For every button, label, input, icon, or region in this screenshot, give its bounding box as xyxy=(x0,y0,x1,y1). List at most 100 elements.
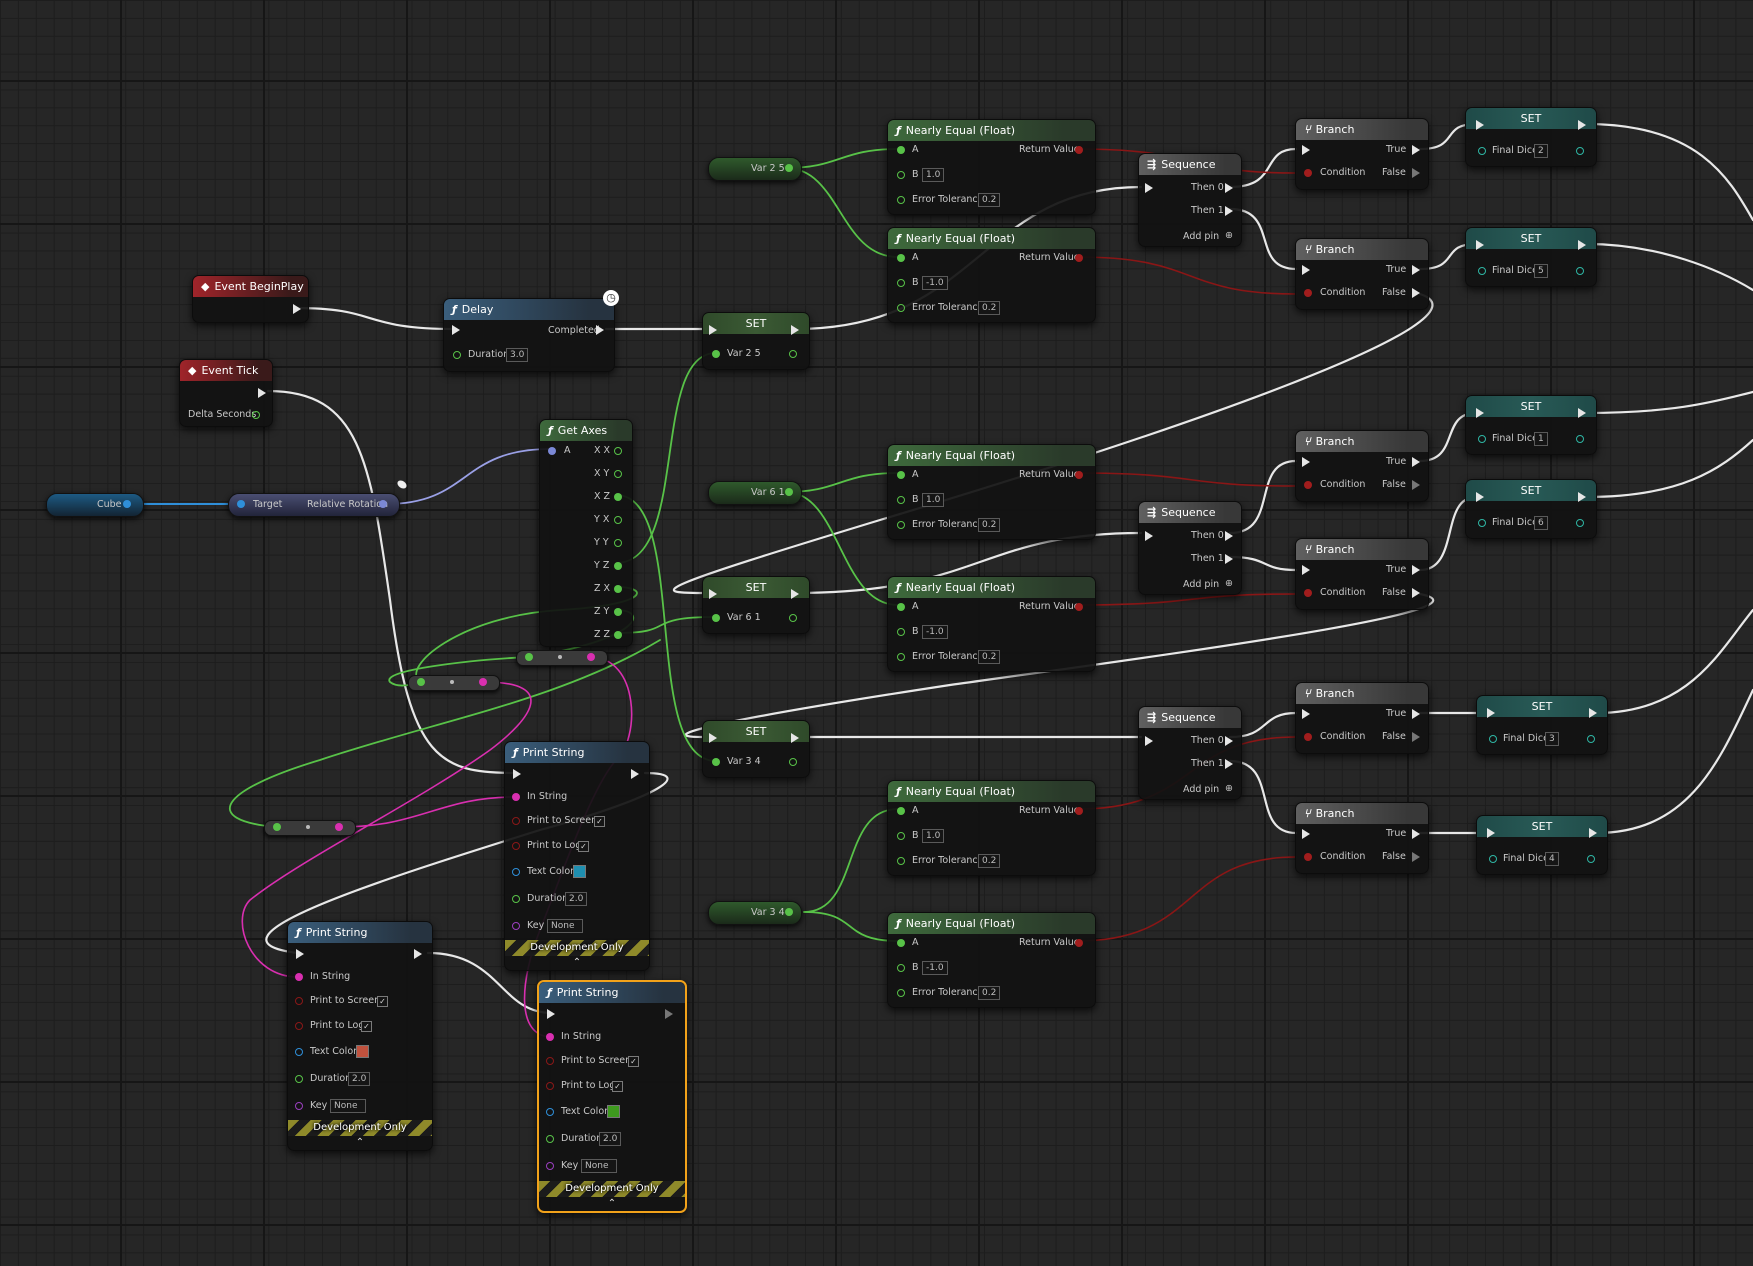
print-to-log-checkbox[interactable]: ✓ xyxy=(612,1081,623,1092)
set-value-pin[interactable] xyxy=(712,758,720,766)
final-dice-out-pin[interactable] xyxy=(1576,519,1584,527)
exec-in-pin[interactable] xyxy=(1145,736,1153,746)
duration-pin[interactable] xyxy=(295,1075,303,1083)
relative-rotation-node[interactable]: Target Relative Rotation xyxy=(228,493,400,517)
return-value-pin[interactable] xyxy=(1075,939,1083,947)
print-to-screen-pin[interactable] xyxy=(295,997,303,1005)
true-pin[interactable] xyxy=(1412,565,1420,575)
branch-node-4[interactable]: ⑂Branch True Condition False xyxy=(1295,538,1429,610)
key-pin[interactable] xyxy=(546,1162,554,1170)
exec-in-pin[interactable] xyxy=(1302,265,1310,275)
a-pin[interactable] xyxy=(897,471,905,479)
exec-in-pin[interactable] xyxy=(1302,829,1310,839)
b-value[interactable]: 1.0 xyxy=(922,829,945,843)
key-value[interactable]: None xyxy=(547,919,583,933)
reroute-node[interactable] xyxy=(516,650,608,666)
exec-out-pin[interactable] xyxy=(1578,120,1586,130)
axes-input-pin[interactable] xyxy=(548,447,556,455)
b-value[interactable]: -1.0 xyxy=(922,625,948,639)
b-value[interactable]: 1.0 xyxy=(922,168,945,182)
tolerance-value[interactable]: 0.2 xyxy=(978,301,1001,315)
text-color-swatch[interactable] xyxy=(356,1045,369,1058)
collapse-chevron-icon[interactable]: ⌃ xyxy=(607,1198,617,1209)
branch-node-5[interactable]: ⑂Branch True Condition False xyxy=(1295,682,1429,754)
reroute-in-pin[interactable] xyxy=(417,678,425,686)
reroute-node[interactable] xyxy=(408,675,500,691)
key-pin[interactable] xyxy=(295,1102,303,1110)
tolerance-pin[interactable] xyxy=(897,196,905,204)
exec-in-pin[interactable] xyxy=(709,589,717,599)
return-value-pin[interactable] xyxy=(1075,603,1083,611)
exec-out-pin[interactable] xyxy=(1578,240,1586,250)
text-color-swatch[interactable] xyxy=(573,865,586,878)
exec-in-pin[interactable] xyxy=(1302,145,1310,155)
final-dice-value[interactable]: 5 xyxy=(1534,264,1548,278)
set-out-pin[interactable] xyxy=(789,614,797,622)
tolerance-value[interactable]: 0.2 xyxy=(978,193,1001,207)
reroute-out-pin[interactable] xyxy=(587,653,595,661)
false-pin[interactable] xyxy=(1412,732,1420,742)
set-final-dice-node-6[interactable]: SET Final Dice 4 xyxy=(1476,815,1608,875)
in-string-pin[interactable] xyxy=(512,793,520,801)
b-pin[interactable] xyxy=(897,496,905,504)
then1-pin[interactable] xyxy=(1225,206,1233,216)
tolerance-value[interactable]: 0.2 xyxy=(978,650,1001,664)
text-color-pin[interactable] xyxy=(546,1108,554,1116)
exec-out-pin[interactable] xyxy=(791,589,799,599)
a-pin[interactable] xyxy=(897,146,905,154)
axis-output-pin[interactable] xyxy=(614,608,622,616)
final-dice-in-pin[interactable] xyxy=(1478,147,1486,155)
tolerance-pin[interactable] xyxy=(897,304,905,312)
exec-in-pin[interactable] xyxy=(1476,492,1484,502)
return-value-pin[interactable] xyxy=(1075,807,1083,815)
final-dice-value[interactable]: 1 xyxy=(1534,432,1548,446)
final-dice-in-pin[interactable] xyxy=(1489,735,1497,743)
exec-out-pin[interactable] xyxy=(791,733,799,743)
duration-value[interactable]: 2.0 xyxy=(565,892,588,906)
tolerance-pin[interactable] xyxy=(897,653,905,661)
condition-pin[interactable] xyxy=(1304,169,1312,177)
final-dice-in-pin[interactable] xyxy=(1478,267,1486,275)
final-dice-value[interactable]: 3 xyxy=(1545,732,1559,746)
key-value[interactable]: None xyxy=(581,1159,617,1173)
branch-node-1[interactable]: ⑂Branch True Condition False xyxy=(1295,118,1429,190)
exec-in-pin[interactable] xyxy=(547,1009,555,1019)
exec-in-pin[interactable] xyxy=(709,325,717,335)
axis-output-pin[interactable] xyxy=(614,631,622,639)
b-value[interactable]: -1.0 xyxy=(922,961,948,975)
reroute-in-pin[interactable] xyxy=(525,653,533,661)
false-pin[interactable] xyxy=(1412,168,1420,178)
false-pin[interactable] xyxy=(1412,588,1420,598)
b-pin[interactable] xyxy=(897,628,905,636)
duration-value[interactable]: 2.0 xyxy=(348,1072,371,1086)
delta-seconds-pin[interactable] xyxy=(252,411,260,419)
false-pin[interactable] xyxy=(1412,288,1420,298)
exec-out-pin[interactable] xyxy=(1578,492,1586,502)
set-final-dice-node-3[interactable]: SET Final Dice 1 xyxy=(1465,395,1597,455)
tolerance-pin[interactable] xyxy=(897,989,905,997)
add-pin-icon[interactable]: ⊕ xyxy=(1225,578,1233,589)
var34-getter-node[interactable]: Var 3 4 xyxy=(708,901,802,925)
target-pin[interactable] xyxy=(237,500,245,508)
exec-in-pin[interactable] xyxy=(1302,565,1310,575)
key-value[interactable]: None xyxy=(330,1099,366,1113)
then1-pin[interactable] xyxy=(1225,554,1233,564)
cube-out-pin[interactable] xyxy=(123,500,131,508)
print-to-screen-checkbox[interactable]: ✓ xyxy=(628,1056,639,1067)
condition-pin[interactable] xyxy=(1304,289,1312,297)
condition-pin[interactable] xyxy=(1304,481,1312,489)
var25-getter-node[interactable]: Var 2 5 xyxy=(708,157,802,181)
a-pin[interactable] xyxy=(897,939,905,947)
true-pin[interactable] xyxy=(1412,265,1420,275)
final-dice-out-pin[interactable] xyxy=(1587,735,1595,743)
tolerance-value[interactable]: 0.2 xyxy=(978,854,1001,868)
cube-variable-node[interactable]: Cube xyxy=(46,493,144,517)
var-out-pin[interactable] xyxy=(785,164,793,172)
a-pin[interactable] xyxy=(897,603,905,611)
axis-output-pin[interactable] xyxy=(614,447,622,455)
